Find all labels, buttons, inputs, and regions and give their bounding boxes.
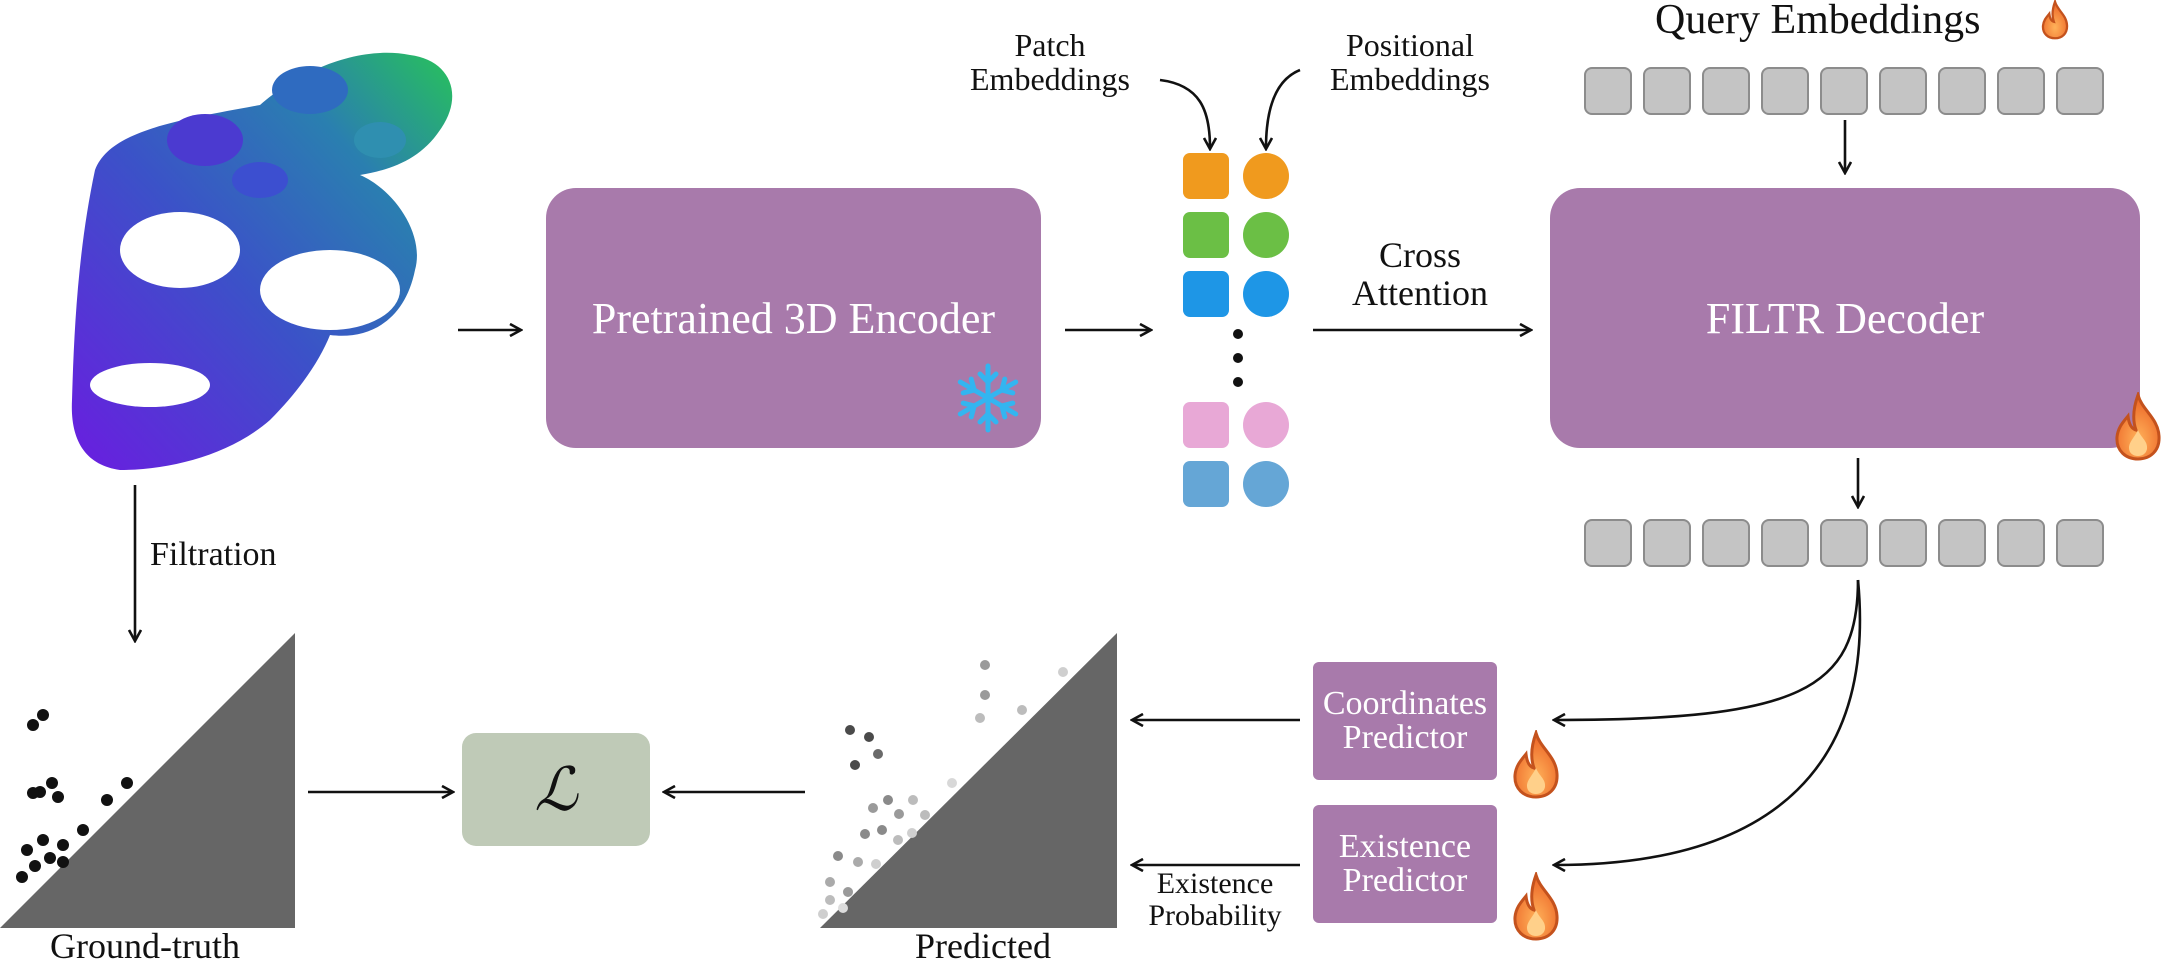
arrow-patch-label <box>1159 78 1210 148</box>
embedding-column <box>1183 153 1289 507</box>
existence-flame-icon <box>1513 872 1559 941</box>
filtration-label: Filtration <box>150 536 277 573</box>
coordinates-predictor-box: Coordinates Predictor <box>1313 662 1497 780</box>
positional-embeddings-label: Positional Embeddings <box>1330 27 1490 97</box>
query-flame-icon <box>2041 0 2069 40</box>
ground-truth-caption: Ground-truth <box>50 926 240 966</box>
existence-predictor-box: Existence Predictor <box>1313 805 1497 923</box>
filtr-decoder-box: FILTR Decoder <box>1550 188 2140 448</box>
loss-symbol: ℒ <box>534 756 578 823</box>
cross-attention-label: Cross Attention <box>1352 235 1488 313</box>
predicted-diagram <box>818 633 1117 928</box>
coordinates-flame-icon <box>1513 730 1559 799</box>
predicted-caption: Predicted <box>915 926 1051 966</box>
pretrained-3d-encoder-box: Pretrained 3D Encoder <box>546 188 1041 448</box>
encoder-label: Pretrained 3D Encoder <box>591 293 996 343</box>
existence-probability-label: Existence Probability <box>1148 867 1282 932</box>
decoder-label: FILTR Decoder <box>1705 293 1985 343</box>
decoder-flame-icon <box>2115 392 2161 461</box>
arrow-positional-label <box>1266 68 1301 148</box>
query-embeddings-label: Query Embeddings <box>1655 0 1981 43</box>
output-token-row <box>1584 519 2104 567</box>
query-token-row <box>1584 67 2104 115</box>
snowflake-icon <box>957 363 1019 433</box>
patch-embeddings-label: Patch Embeddings <box>970 27 1130 97</box>
ground-truth-diagram <box>0 633 295 928</box>
loss-box: ℒ <box>462 733 650 846</box>
arrow-to-existence-predictor <box>1555 579 1862 865</box>
arrow-to-coordinates-predictor <box>1555 579 1860 720</box>
point-cloud-image <box>71 52 453 471</box>
